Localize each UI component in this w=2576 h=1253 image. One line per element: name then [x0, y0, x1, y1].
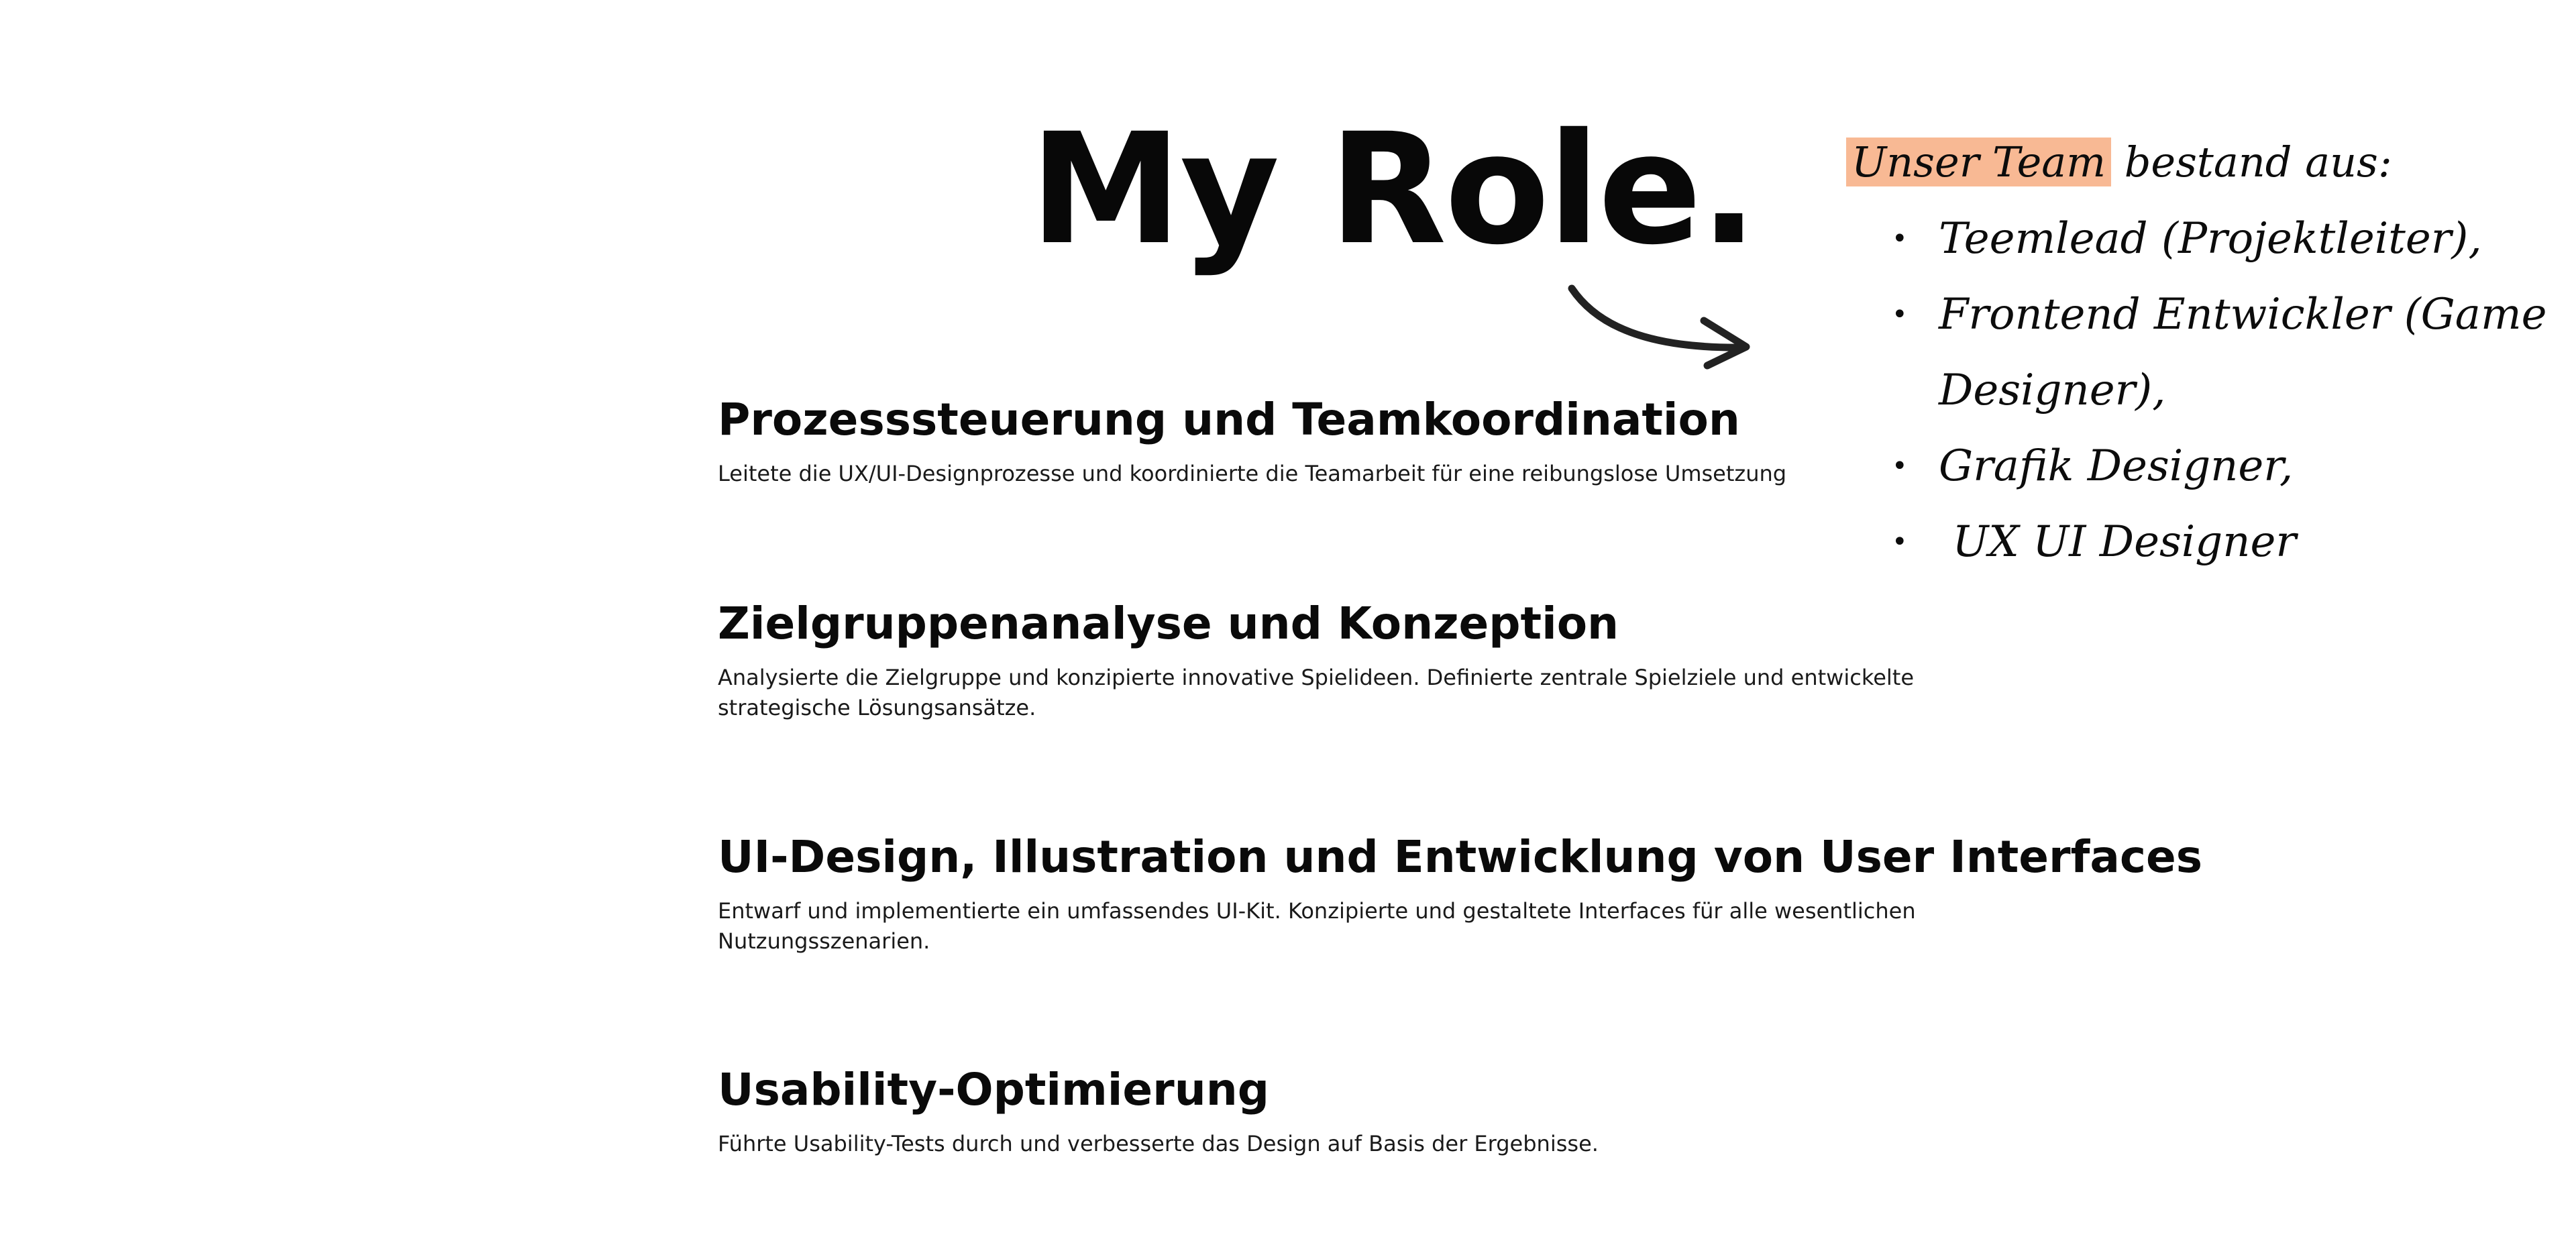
- team-member-label: Teemlead (Projektleiter),: [1939, 214, 2482, 264]
- team-member: • UX UI Designer: [1892, 504, 2563, 580]
- role-description: Leitete die UX/UI-Designprozesse und koo…: [718, 460, 1787, 486]
- team-heading-highlight: Unser Team: [1846, 138, 2112, 186]
- role-description: Führte Usability-Tests durch und verbess…: [718, 1130, 1599, 1156]
- role-item: Usability-Optimierung Führte Usability-T…: [718, 1065, 1992, 1159]
- page-title: My Role.: [1030, 100, 1758, 278]
- bullet-icon: •: [1892, 451, 1908, 482]
- role-item: Zielgruppenanalyse und Konzeption Analys…: [718, 598, 1992, 723]
- role-title: UI-Design, Illustration und Entwicklung …: [718, 831, 2203, 883]
- team-member-label: Grafik Designer,: [1939, 441, 2294, 491]
- bullet-icon: •: [1892, 299, 1908, 330]
- role-item: Prozesssteuerung und Teamkoordination Le…: [718, 394, 1992, 489]
- role-title: Zielgruppenanalyse und Konzeption: [718, 598, 1619, 649]
- team-section: Unser Team bestand aus: • Teemlead (Proj…: [1846, 134, 2563, 580]
- team-heading-rest: bestand aus:: [2111, 138, 2392, 186]
- team-member-label: Frontend Entwickler (Game Designer),: [1939, 290, 2547, 415]
- team-member: • Teemlead (Projektleiter),: [1892, 201, 2563, 277]
- team-member: • Frontend Entwickler (Game Designer),: [1892, 277, 2563, 429]
- bullet-icon: •: [1892, 223, 1908, 254]
- hand-drawn-arrow-icon: [1568, 284, 1750, 370]
- team-member: • Grafik Designer,: [1892, 429, 2563, 504]
- role-description: Entwarf und implementierte ein umfassend…: [718, 897, 1916, 954]
- team-member-label: UX UI Designer: [1939, 517, 2296, 567]
- bullet-icon: •: [1892, 527, 1908, 557]
- role-title: Prozesssteuerung und Teamkoordination: [718, 394, 1740, 445]
- team-member-list: • Teemlead (Projektleiter), • Frontend E…: [1892, 201, 2563, 580]
- role-item: UI-Design, Illustration und Entwicklung …: [718, 831, 2203, 957]
- team-heading: Unser Team bestand aus:: [1846, 134, 2563, 190]
- role-description: Analysierte die Zielgruppe und konzipier…: [718, 664, 1915, 720]
- role-title: Usability-Optimierung: [718, 1064, 1269, 1115]
